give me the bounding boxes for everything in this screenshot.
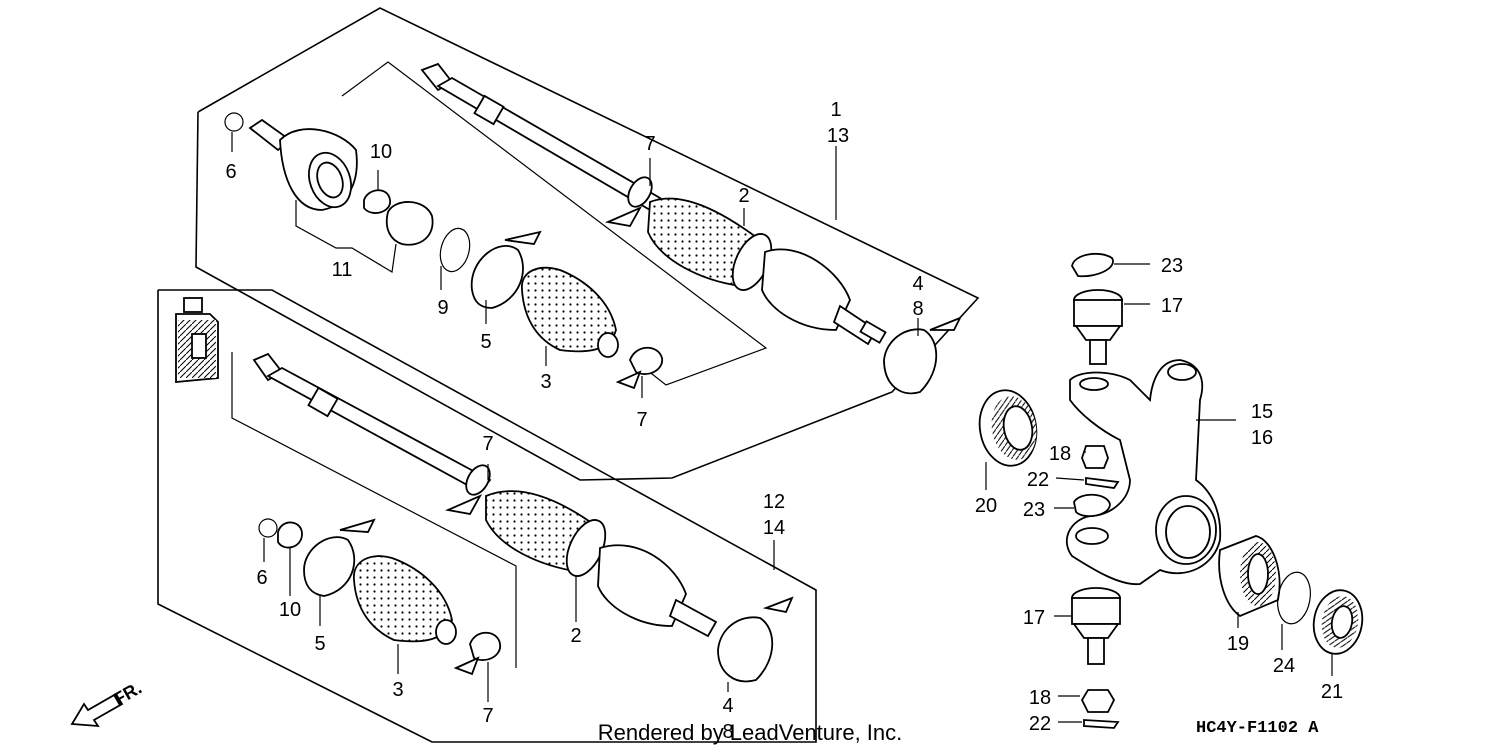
lower-driveshaft xyxy=(252,352,718,638)
label-18: 18 xyxy=(1049,443,1071,465)
label-3: 3 xyxy=(392,679,403,701)
diagram-code: HC4Y-F1102 A xyxy=(1196,719,1319,738)
clamp-7-lower xyxy=(469,631,501,661)
circlip-6-lower xyxy=(258,518,278,538)
label-6: 6 xyxy=(256,567,267,589)
knuckle-group: 23 17 15 16 18 22 20 23 17 19 24 21 18 2… xyxy=(975,252,1364,735)
label-7: 7 xyxy=(644,133,655,155)
upper-group-boundary xyxy=(195,7,980,481)
label-5: 5 xyxy=(314,633,325,655)
label-2: 2 xyxy=(570,625,581,647)
label-8: 8 xyxy=(912,298,923,320)
label-1: 1 xyxy=(830,99,841,121)
upper-bootkit-boundary xyxy=(341,61,768,386)
label-14: 14 xyxy=(763,517,785,539)
label-5: 5 xyxy=(480,331,491,353)
cotter-pin-22-top xyxy=(1085,476,1120,489)
cotter-pin-22-bottom xyxy=(1083,719,1120,729)
label-10: 10 xyxy=(370,141,392,163)
label-11: 11 xyxy=(332,259,353,281)
bearing-19 xyxy=(1218,535,1281,618)
grease-bottle xyxy=(175,297,219,383)
band-5-lower xyxy=(303,536,356,597)
cage-11 xyxy=(385,201,434,246)
nut-18-bottom xyxy=(1080,689,1116,713)
circlip-9 xyxy=(439,227,471,273)
label-4: 4 xyxy=(722,695,733,717)
label-22: 22 xyxy=(1027,469,1049,491)
snap-ring-23-mid xyxy=(1073,493,1111,518)
circlip-6 xyxy=(224,112,244,132)
label-12: 12 xyxy=(763,491,785,513)
ball-joint-17-bottom xyxy=(1071,587,1121,665)
label-8: 8 xyxy=(722,721,733,743)
boot-3-upper xyxy=(521,266,617,353)
upper-driveshaft xyxy=(420,62,887,346)
label-20: 20 xyxy=(975,495,997,517)
inboard-cv-joint xyxy=(248,118,358,211)
band-5 xyxy=(470,245,524,309)
lower-bootkit-boundary xyxy=(231,352,517,668)
label-6: 6 xyxy=(225,161,236,183)
boot-3-lower xyxy=(353,555,453,643)
label-13: 13 xyxy=(827,125,849,147)
label-23: 23 xyxy=(1023,499,1045,521)
label-21: 21 xyxy=(1321,681,1343,703)
label-19: 19 xyxy=(1227,633,1249,655)
label-22: 22 xyxy=(1029,713,1051,735)
ball-joint-17-top xyxy=(1073,289,1123,365)
band-4-8-upper xyxy=(883,328,938,395)
ring-10-lower xyxy=(277,521,303,549)
credit-text: Rendered by LeadVenture, Inc. xyxy=(598,720,903,745)
label-17: 17 xyxy=(1023,607,1045,629)
seal-20 xyxy=(978,389,1038,467)
label-9: 9 xyxy=(437,297,448,319)
label-2: 2 xyxy=(738,185,749,207)
label-7: 7 xyxy=(482,705,493,727)
label-7: 7 xyxy=(636,409,647,431)
label-24: 24 xyxy=(1273,655,1295,677)
label-7: 7 xyxy=(482,433,493,455)
clamp-7-upper xyxy=(629,346,663,375)
nut-18-top xyxy=(1081,445,1109,469)
label-17: 17 xyxy=(1161,295,1183,317)
label-10: 10 xyxy=(279,599,301,621)
band-4-8-lower xyxy=(717,616,774,683)
snap-ring-23-top xyxy=(1071,252,1114,278)
label-23: 23 xyxy=(1161,255,1183,277)
label-16: 16 xyxy=(1251,427,1273,449)
lower-group-boundary xyxy=(157,289,817,743)
arrow-icon xyxy=(70,692,124,728)
lower-driveshaft-group: 6 10 5 3 7 7 2 12 14 4 8 xyxy=(157,289,817,743)
label-15: 15 xyxy=(1251,401,1273,423)
label-18: 18 xyxy=(1029,687,1051,709)
circlip-24 xyxy=(1277,571,1311,625)
ring-10 xyxy=(363,189,391,214)
label-3: 3 xyxy=(540,371,551,393)
label-4: 4 xyxy=(912,273,923,295)
front-arrow: FR. xyxy=(70,678,145,728)
seal-21 xyxy=(1312,589,1364,655)
knuckle-15-16 xyxy=(1066,359,1222,585)
upper-driveshaft-group: 6 10 11 9 5 3 7 7 2 1 13 4 8 xyxy=(195,7,980,481)
